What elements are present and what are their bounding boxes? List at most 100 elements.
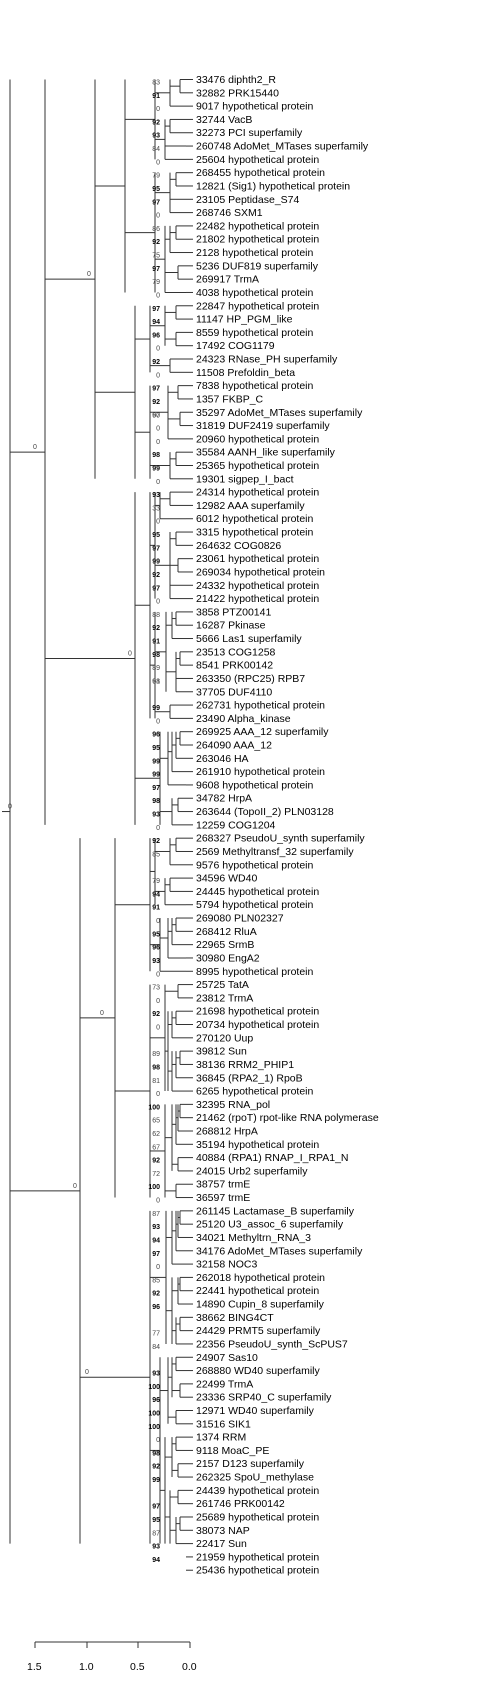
support-value: 95 <box>152 1517 160 1524</box>
support-value: 67 <box>152 1144 160 1151</box>
support-value: 100 <box>148 1424 160 1431</box>
support-value: 33 <box>152 505 160 512</box>
support-value: 0 <box>156 519 160 526</box>
leaf-label: 9017 hypothetical protein <box>196 101 313 113</box>
support-value: 0 <box>156 439 160 446</box>
leaf-label: 8541 PRK00142 <box>196 660 273 672</box>
leaf-label: 12982 AAA superfamily <box>196 500 305 512</box>
leaf-label: 261910 hypothetical protein <box>196 766 325 778</box>
leaf-label: 2569 Methyltransf_32 superfamily <box>196 846 354 858</box>
leaf-label: 263644 (TopoII_2) PLN03128 <box>196 806 334 818</box>
support-value: 89 <box>152 665 160 672</box>
support-value: 92 <box>152 1011 160 1018</box>
leaf-label: 23061 hypothetical protein <box>196 553 319 565</box>
backbone-support: 0 <box>8 804 12 811</box>
support-value: 0 <box>156 1025 160 1032</box>
leaf-label: 12259 COG1204 <box>196 819 276 831</box>
leaf-label: 25120 U3_assoc_6 superfamily <box>196 1219 344 1231</box>
backbone-support: 0 <box>87 271 91 278</box>
leaf-label: 269925 AAA_12 superfamily <box>196 726 329 738</box>
support-value: 92 <box>152 838 160 845</box>
leaf-label: 32744 VacB <box>196 114 252 126</box>
leaf-label: 38662 BING4CT <box>196 1312 274 1324</box>
leaf-label: 6012 hypothetical protein <box>196 513 313 525</box>
support-value: 97 <box>152 1504 160 1511</box>
leaf-label: 268412 RluA <box>196 926 257 938</box>
support-value: 98 <box>152 652 160 659</box>
support-value: 95 <box>152 186 160 193</box>
support-value: 87 <box>152 1530 160 1537</box>
leaf-label: 32882 PRK15440 <box>196 87 279 99</box>
support-value: 72 <box>152 1171 160 1178</box>
backbone-support: 0 <box>73 1183 77 1190</box>
support-value: 88 <box>152 612 160 619</box>
leaf-label: 21959 hypothetical protein <box>196 1551 319 1563</box>
leaf-label: 38073 NAP <box>196 1525 250 1537</box>
support-value: 97 <box>152 306 160 313</box>
support-value: 99 <box>152 465 160 472</box>
leaf-label: 5794 hypothetical protein <box>196 899 313 911</box>
support-value: 0 <box>156 106 160 113</box>
support-value: 91 <box>152 678 160 685</box>
leaf-label: 34596 WD40 <box>196 873 257 885</box>
leaf-label: 21422 hypothetical protein <box>196 593 319 605</box>
support-value: 99 <box>152 772 160 779</box>
leaf-label: 38757 trmE <box>196 1179 250 1191</box>
leaf-label: 25689 hypothetical protein <box>196 1511 319 1523</box>
leaf-label: 269034 hypothetical protein <box>196 566 325 578</box>
leaf-label: 24314 hypothetical protein <box>196 487 319 499</box>
support-value: 89 <box>152 1051 160 1058</box>
leaf-label: 31516 SIK1 <box>196 1418 251 1430</box>
leaf-label: 262018 hypothetical protein <box>196 1272 325 1284</box>
leaf-label: 17492 COG1179 <box>196 340 275 352</box>
support-value: 98 <box>152 1064 160 1071</box>
support-value: 96 <box>152 945 160 952</box>
leaf-label: 2128 hypothetical protein <box>196 247 313 259</box>
leaf-label: 268812 HrpA <box>196 1125 258 1137</box>
support-value: 0 <box>156 971 160 978</box>
leaf-label: 25365 hypothetical protein <box>196 460 319 472</box>
leaf-label: 23105 Peptidase_S74 <box>196 194 299 206</box>
support-value: 79 <box>152 173 160 180</box>
leaf-label: 23336 SRP40_C superfamily <box>196 1392 332 1404</box>
scale-bar: 1.5 1.0 0.5 0.0 <box>27 1641 197 1673</box>
leaf-label: 19301 sigpep_I_bact <box>196 473 294 485</box>
support-value: 97 <box>152 585 160 592</box>
support-value: 84 <box>152 146 160 153</box>
support-value: 97 <box>152 266 160 273</box>
leaf-label: 260748 AdoMet_MTases superfamily <box>196 141 369 153</box>
support-value: 0 <box>156 372 160 379</box>
support-value: 91 <box>152 639 160 646</box>
support-value: 97 <box>152 412 160 419</box>
support-value: 0 <box>156 426 160 433</box>
leaf-label: 269080 PLN02327 <box>196 913 284 925</box>
support-value: 97 <box>152 785 160 792</box>
leaf-label: 35194 hypothetical protein <box>196 1139 319 1151</box>
support-value: 92 <box>152 1291 160 1298</box>
leaf-label: 40884 (RPA1) RNAP_I_RPA1_N <box>196 1152 349 1164</box>
leaf-label: 21462 (rpoT) rpot-like RNA polymerase <box>196 1112 379 1124</box>
support-value: 99 <box>152 1477 160 1484</box>
leaf-label: 21698 hypothetical protein <box>196 1006 319 1018</box>
support-value: 91 <box>152 905 160 912</box>
backbone-support: 0 <box>100 1010 104 1017</box>
leaf-label: 22417 Sun <box>196 1538 247 1550</box>
support-value: 0 <box>156 479 160 486</box>
support-value: 96 <box>152 332 160 339</box>
leaf-label: 8995 hypothetical protein <box>196 966 313 978</box>
support-value: 94 <box>152 1237 160 1244</box>
support-value: 85 <box>152 851 160 858</box>
leaf-label: 262731 hypothetical protein <box>196 700 325 712</box>
leaf-label: 6265 hypothetical protein <box>196 1086 313 1098</box>
support-value: 99 <box>152 705 160 712</box>
leaf-label: 262325 SpoU_methylase <box>196 1472 314 1484</box>
leaf-label: 5666 Las1 superfamily <box>196 633 302 645</box>
support-value: 73 <box>152 985 160 992</box>
support-value: 95 <box>152 532 160 539</box>
leaf-label: 24015 Urb2 superfamily <box>196 1165 308 1177</box>
leaf-label: 268327 PseudoU_synth superfamily <box>196 833 365 845</box>
leaf-label: 11147 HP_PGM_like <box>196 314 293 326</box>
leaf-label: 20960 hypothetical protein <box>196 433 319 445</box>
leaf-label: 36845 (RPA2_1) RpoB <box>196 1072 303 1084</box>
